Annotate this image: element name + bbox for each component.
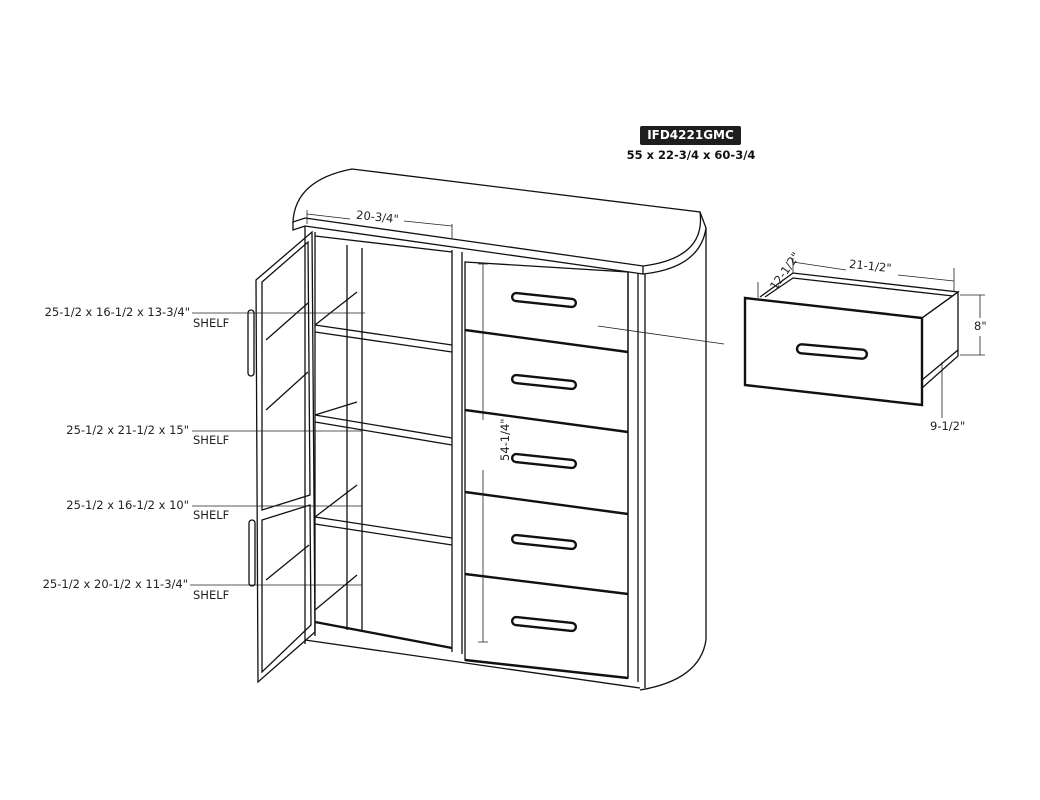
shelf-2-size: 25-1/2 x 21-1/2 x 15"	[66, 423, 189, 437]
drawer-depth-label: 12-1/2"	[767, 250, 803, 293]
drawer-handles	[510, 291, 578, 633]
door-handle-lower	[248, 519, 256, 587]
drawer-height-label: 8"	[974, 319, 987, 333]
drawers	[464, 261, 725, 680]
drawer-detail-handle	[795, 343, 869, 360]
shelf-4-type: SHELF	[193, 588, 229, 602]
door-handle-upper	[247, 309, 255, 377]
model-code-badge: IFD4221GMC	[640, 126, 741, 145]
interior-width-label: 20-3/4"	[355, 208, 399, 226]
drawer-detail: 21-1/2" 12-1/2" 8" 9-1/2"	[743, 250, 987, 433]
interior-height-label: 54-1/4"	[498, 418, 512, 461]
shelf-4-size: 25-1/2 x 20-1/2 x 11-3/4"	[43, 577, 188, 591]
open-compartment	[304, 226, 463, 654]
shelf-labels: 25-1/2 x 16-1/2 x 13-3/4" SHELF 25-1/2 x…	[43, 305, 365, 602]
shelf-3-type: SHELF	[193, 508, 229, 522]
shelf-1-type: SHELF	[193, 316, 229, 330]
drawer-front-height-label: 9-1/2"	[930, 419, 965, 433]
shelf-3-size: 25-1/2 x 16-1/2 x 10"	[66, 498, 189, 512]
shelf-1-size: 25-1/2 x 16-1/2 x 13-3/4"	[45, 305, 190, 319]
shelf-2-type: SHELF	[193, 433, 229, 447]
drawer-width-label: 21-1/2"	[848, 257, 892, 275]
overall-dimensions: 55 x 22-3/4 x 60-3/4	[626, 148, 756, 162]
open-door	[247, 230, 316, 684]
